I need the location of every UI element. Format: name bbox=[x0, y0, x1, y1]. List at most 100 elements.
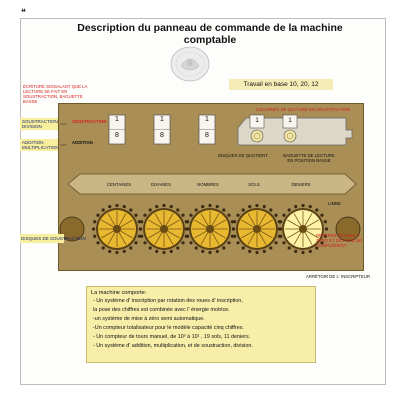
arretoir-label: Arrêtoir de l' inscripteur bbox=[305, 274, 370, 279]
wheel-peg bbox=[269, 246, 273, 250]
wheel-peg bbox=[93, 234, 97, 238]
wheel-peg bbox=[201, 205, 205, 209]
wheel-peg bbox=[236, 241, 240, 245]
wheel-peg bbox=[222, 246, 226, 250]
column-label: DIXAINES bbox=[150, 182, 172, 187]
wheel-peg bbox=[122, 205, 126, 209]
wheel-peg bbox=[155, 249, 159, 253]
wheel-peg bbox=[215, 205, 219, 209]
wheel-peg bbox=[181, 213, 185, 217]
quotient-bar bbox=[237, 114, 353, 146]
wheel-peg bbox=[101, 246, 105, 250]
slot-top-digit: 1 bbox=[205, 116, 209, 123]
slot-bottom-digit: 8 bbox=[115, 132, 119, 139]
wheel-peg bbox=[140, 220, 144, 224]
lucarnes-label: Lucarnes de lecture en soustraction bbox=[256, 107, 351, 112]
info-line: -un système de mise à zéro semi automati… bbox=[93, 316, 205, 322]
wheel-peg bbox=[233, 220, 237, 224]
slot-bottom-digit: 8 bbox=[160, 132, 164, 139]
limbe-label: Limbe bbox=[328, 201, 341, 206]
wheel-peg bbox=[222, 208, 226, 212]
wheel-peg bbox=[248, 205, 252, 209]
edge-gear bbox=[59, 216, 85, 242]
wheel-peg bbox=[315, 246, 319, 250]
wheel-peg bbox=[315, 208, 319, 212]
wheel-peg bbox=[274, 213, 278, 217]
quotient-window bbox=[249, 114, 265, 129]
quotient-digit: 1 bbox=[255, 117, 259, 124]
wheel-hub bbox=[253, 225, 261, 233]
wheel-peg bbox=[208, 203, 212, 208]
wheel-peg bbox=[96, 213, 100, 217]
wheel-peg bbox=[287, 208, 291, 212]
wheel-peg bbox=[115, 250, 119, 255]
wheel-peg bbox=[255, 203, 259, 208]
wheel-peg bbox=[140, 234, 144, 238]
wheel-hub bbox=[299, 225, 307, 233]
wheel-peg bbox=[143, 213, 147, 217]
info-heading: La machine comporte: bbox=[91, 290, 147, 296]
wheel-peg bbox=[115, 203, 119, 208]
column-label: NOMBRES bbox=[197, 182, 219, 187]
wheel-peg bbox=[262, 249, 266, 253]
wheel-peg bbox=[201, 249, 205, 253]
wheel-peg bbox=[184, 227, 189, 231]
wheel-peg bbox=[227, 213, 231, 217]
base-label: Travail en base 10, 20, 12 bbox=[229, 79, 333, 90]
wheel-hub bbox=[113, 225, 121, 233]
wheel-peg bbox=[279, 220, 283, 224]
wheel-peg bbox=[208, 250, 212, 255]
wheel-peg bbox=[176, 246, 180, 250]
wheel-peg bbox=[134, 241, 138, 245]
wheel-peg bbox=[148, 208, 152, 212]
wheel-peg bbox=[230, 220, 234, 224]
wheel-peg bbox=[194, 246, 198, 250]
column-label: DENIERS bbox=[291, 182, 311, 187]
wheel-peg bbox=[294, 205, 298, 209]
seal-emblem-icon bbox=[170, 46, 210, 82]
wheel-peg bbox=[137, 220, 141, 224]
soustraction-wheel bbox=[91, 203, 143, 255]
soustraction-wheel bbox=[138, 203, 190, 255]
wheel-peg bbox=[308, 249, 312, 253]
info-line: - Un système d' inscription par rotation… bbox=[93, 298, 243, 304]
soustraction-wheels bbox=[59, 203, 361, 255]
wheel-peg bbox=[169, 249, 173, 253]
wheel-peg bbox=[215, 249, 219, 253]
wheel-peg bbox=[186, 234, 190, 238]
addition-indicator: Addition bbox=[72, 140, 93, 145]
wheel-peg bbox=[143, 241, 147, 245]
wheel-peg bbox=[148, 246, 152, 250]
sous-label-band bbox=[20, 118, 60, 130]
disques-label-band bbox=[20, 234, 64, 243]
wheel-peg bbox=[279, 234, 283, 238]
wheel-peg bbox=[231, 227, 236, 231]
wheel-peg bbox=[129, 246, 133, 250]
wheel-peg bbox=[301, 250, 305, 255]
wheel-peg bbox=[233, 234, 237, 238]
edge-gear bbox=[335, 216, 361, 242]
column-band bbox=[67, 173, 357, 195]
ecriture-note: Écriture signalant que la lecture se fai… bbox=[23, 84, 88, 104]
wheel-peg bbox=[236, 213, 240, 217]
soustraction-division-label: Soustraction division bbox=[22, 119, 58, 130]
wheel-peg bbox=[269, 208, 273, 212]
wheel-peg bbox=[227, 241, 231, 245]
quotient-disc bbox=[283, 129, 297, 143]
wheel-peg bbox=[255, 250, 259, 255]
wheel-peg bbox=[138, 227, 143, 231]
wheel-peg bbox=[262, 205, 266, 209]
quotient-digit: 1 bbox=[288, 117, 292, 124]
wheel-hub bbox=[206, 225, 214, 233]
wheel-peg bbox=[122, 249, 126, 253]
wheel-peg bbox=[287, 246, 291, 250]
info-box: La machine comporte: - Un système d' ins… bbox=[86, 286, 316, 363]
addition-multiplication-label: Addition multiplication bbox=[22, 140, 59, 151]
wheel-peg bbox=[294, 249, 298, 253]
info-line: la pose des chiffres est combinée avec l… bbox=[93, 307, 230, 313]
wheel-peg bbox=[134, 213, 138, 217]
slot-top-digit: 1 bbox=[160, 116, 164, 123]
quotient-disc-inner bbox=[253, 132, 261, 140]
add-label-band bbox=[20, 139, 60, 151]
